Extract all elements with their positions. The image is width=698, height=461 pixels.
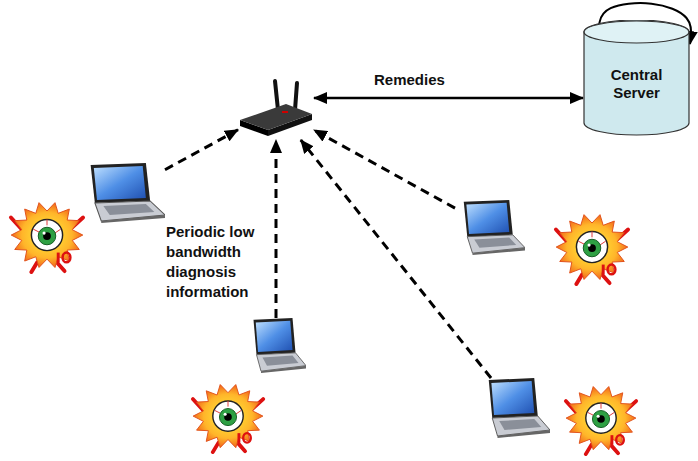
- server-cylinder: Central Server: [583, 20, 690, 136]
- connector-label: Remedies: [372, 70, 447, 90]
- virus-icon: [556, 215, 628, 284]
- laptop-icon: [489, 378, 550, 438]
- laptop-icon: [464, 200, 525, 255]
- connector-arrow: [165, 130, 238, 170]
- connector-arrow: [301, 140, 491, 378]
- connector-label: Periodic low bandwidth diagnosis informa…: [164, 222, 268, 302]
- connector-arrow: [314, 130, 455, 208]
- laptop-node: [246, 318, 306, 373]
- connector-arrow: [275, 140, 278, 318]
- node-text: Central Server: [589, 66, 684, 102]
- laptop-icon: [91, 163, 165, 223]
- laptop-node: [80, 163, 165, 223]
- virus-icon: [566, 387, 636, 455]
- router-node: [238, 78, 314, 140]
- laptop-node: [480, 378, 550, 438]
- laptop-node: [455, 200, 525, 255]
- laptop-icon: [254, 318, 307, 373]
- virus-icon: [193, 385, 263, 453]
- connector-arrow: [314, 97, 583, 100]
- router-icon: [240, 81, 312, 136]
- virus-icon: [11, 203, 83, 272]
